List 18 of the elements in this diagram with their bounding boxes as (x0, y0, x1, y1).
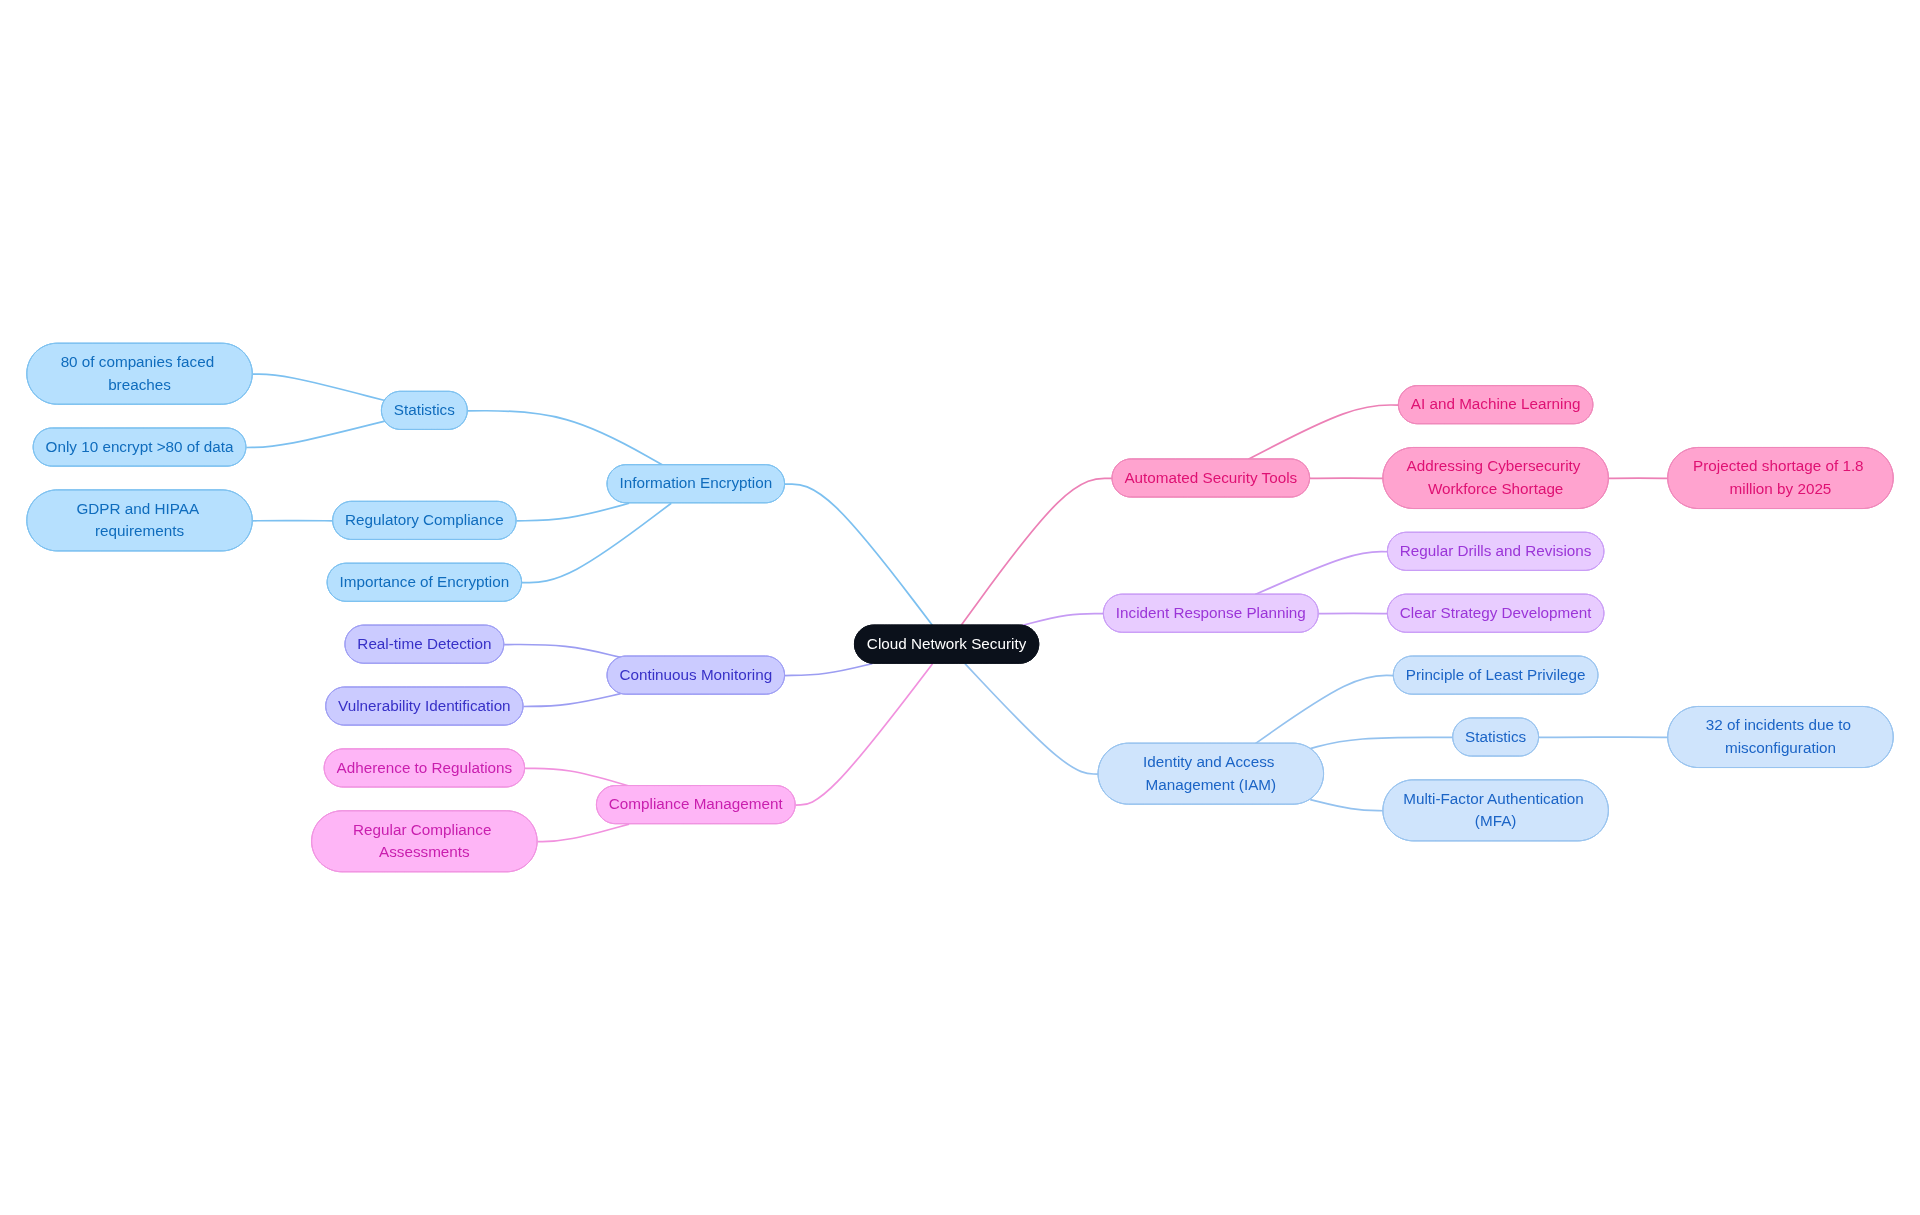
connector (1538, 736, 1669, 739)
connector (251, 373, 386, 402)
connector (964, 662, 1100, 775)
connector (466, 409, 664, 466)
connector (784, 662, 874, 677)
connector (960, 477, 1114, 627)
connector (245, 420, 386, 449)
connector (1317, 612, 1389, 615)
connector (1309, 736, 1454, 750)
connector (251, 519, 334, 522)
connector (536, 823, 630, 843)
connector (1607, 477, 1669, 480)
connector (515, 502, 630, 522)
connector (1254, 674, 1395, 745)
connector (521, 502, 673, 584)
connector (794, 662, 934, 806)
connector (784, 483, 934, 627)
connector (522, 692, 622, 708)
